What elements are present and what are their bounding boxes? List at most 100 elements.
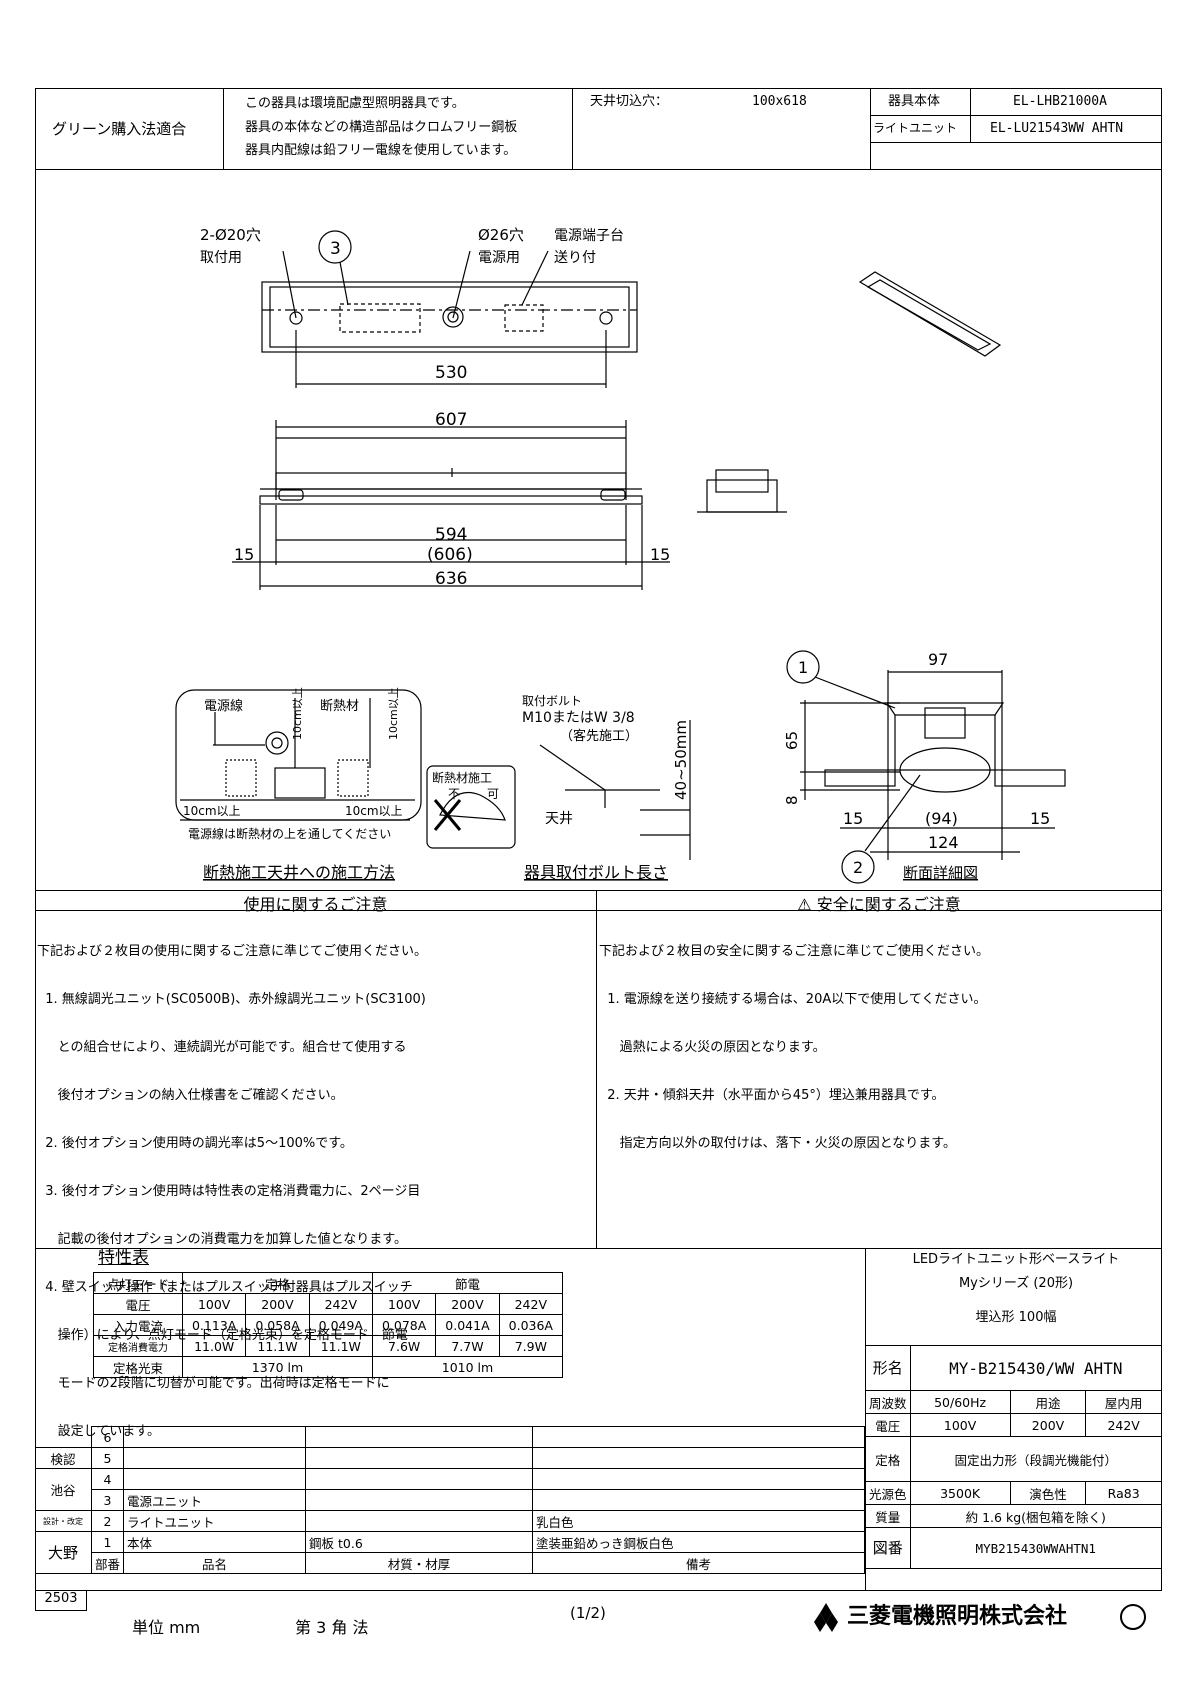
page-number: (1/2) [570, 1604, 606, 1622]
mode-eco: 節電 [371, 1272, 564, 1294]
product-spec-table: 形名 MY-B215430/WW AHTN 周波数 50/60Hz 用途 屋内用… [865, 1345, 1163, 1569]
cell: 7.9W [498, 1335, 564, 1357]
safety-note-line: 下記および２枚目の安全に関するご注意に準じてご使用ください。 [599, 944, 990, 959]
part-no: 1 [90, 1531, 125, 1553]
safety-note-line: 過熱による火災の原因となります。 [599, 1040, 826, 1055]
ins-10cm-a: 10cm以上 [291, 687, 304, 740]
ins-10cm-b: 10cm以上 [387, 687, 400, 740]
header-bottom-rule [35, 169, 1162, 170]
sign-label: 設計・改定 [35, 1510, 92, 1532]
voltage-value: 242V [1085, 1413, 1162, 1437]
safety-note-line: 2. 天井・傾斜天井（水平面から45°）埋込兼用器具です。 [599, 1088, 945, 1103]
mode-rated: 定格 [182, 1272, 373, 1294]
head-material: 材質・材厚 [305, 1552, 534, 1574]
company-name: 三菱電機照明株式会社 [847, 1604, 1068, 1629]
ins-note: 電源線は断熱材の上を通してください [188, 826, 391, 841]
characteristics-title: 特性表 [98, 1248, 149, 1268]
cell: 0.036A [498, 1314, 564, 1336]
drawing-frame [35, 88, 1162, 1591]
ins-10cm-right: 10cm以上 [345, 804, 403, 818]
safety-note-line: 1. 電源線を送り接続する場合は、20A以下で使用してください。 [599, 992, 987, 1007]
part-material: 鋼板 t0.6 [305, 1531, 534, 1553]
row-label: 電圧 [93, 1293, 183, 1315]
sec-65: 65 [783, 731, 801, 750]
part-no: 3 [90, 1489, 125, 1511]
header-divider [870, 142, 1162, 143]
cell: 0.049A [308, 1314, 373, 1336]
ins-box-ok: 可 [487, 787, 499, 801]
sec-15-left: 15 [843, 809, 863, 828]
callout-2: 2 [853, 858, 863, 877]
voltage-value: 100V [909, 1413, 1011, 1437]
bolt-spec: M10またはW 3/8 [522, 710, 635, 726]
freq-value: 50/60Hz [909, 1390, 1011, 1414]
usage-note-line: 下記および２枚目の使用に関するご注意に準じてご使用ください。 [37, 944, 428, 959]
model-label: 形名 [865, 1345, 911, 1391]
head-note: 備考 [532, 1552, 865, 1574]
part-name: 本体 [123, 1531, 307, 1553]
use-label: 用途 [1009, 1390, 1087, 1414]
usage-note-line: 2. 後付オプション使用時の調光率は5～100%です。 [37, 1136, 353, 1151]
flux-label: 定格光束 [93, 1356, 183, 1378]
sec-15-right: 15 [1030, 809, 1050, 828]
bolt-title: 器具取付ボルト長さ [524, 863, 668, 882]
usage-note-line: 記載の後付オプションの消費電力を加算した値となります。 [37, 1232, 407, 1247]
eco-note-1: この器具は環境配慮型照明器具です。 [245, 96, 465, 111]
model-name: MY-B215430/WW AHTN [909, 1345, 1163, 1391]
code-value: 2503 [44, 1591, 78, 1606]
body-model: EL-LHB21000A [1013, 94, 1107, 109]
weight-label: 質量 [865, 1504, 911, 1528]
cri-label: 演色性 [1009, 1481, 1087, 1505]
sign-label: 池谷 [35, 1468, 92, 1511]
green-law-label: グリーン購入法適合 [52, 120, 187, 138]
usage-note-line: モードの2段階に切替が可能です。出荷時は定格モードに [37, 1376, 390, 1391]
flux-rated: 1370 lm [182, 1356, 373, 1378]
part-no: 4 [90, 1468, 125, 1490]
usage-note-line: 1. 無線調光ユニット(SC0500B)、赤外線調光ユニット(SC3100) [37, 992, 426, 1007]
characteristics-table: 点灯モード 定格 節電 電圧 100V 200V 242V 100V 200V … [93, 1272, 564, 1378]
dim-607: 607 [435, 410, 467, 430]
safety-notes-list: 下記および２枚目の安全に関するご注意に準じてご使用ください。 1. 電源線を送り… [599, 912, 989, 1168]
ins-box-title: 断熱材施工 [432, 770, 492, 785]
sec-124: 124 [928, 833, 959, 852]
head-name: 品名 [123, 1552, 307, 1574]
cell: 7.6W [371, 1335, 437, 1357]
drawing-no: MYB215430WWAHTN1 [909, 1527, 1163, 1569]
cell: 11.0W [181, 1335, 247, 1357]
safety-note-line: 指定方向以外の取付けは、落下・火災の原因となります。 [599, 1136, 956, 1151]
sec-94: (94) [925, 809, 958, 828]
code-box: 2503 [35, 1591, 87, 1611]
terminal-sub: 送り付 [554, 250, 596, 266]
mode-label: 点灯モード [93, 1272, 183, 1294]
part-name: ライトユニット [123, 1510, 307, 1532]
cell: 0.078A [371, 1314, 437, 1336]
part-note [532, 1489, 865, 1511]
usage-note-line: との組合せにより、連続調光が可能です。組合せて使用する [37, 1040, 407, 1055]
part-material [305, 1489, 534, 1511]
usage-note-line: 3. 後付オプション使用時は特性表の定格消費電力に、2ページ目 [37, 1184, 421, 1199]
cell: 100V [181, 1293, 247, 1315]
part-note [532, 1447, 865, 1469]
freq-label: 周波数 [865, 1390, 911, 1414]
part-name [123, 1468, 307, 1490]
product-line-2: Myシリーズ (20形) [958, 1276, 1074, 1291]
hole-label: 2-Ø20穴 [200, 226, 261, 244]
cell: 100V [371, 1293, 437, 1315]
part-material [305, 1447, 534, 1469]
eco-note-3: 器具内配線は鉛フリー電線を使用しています。 [245, 143, 517, 158]
product-line-1: LEDライトユニット形ベースライト [912, 1252, 1120, 1267]
body-label: 器具本体 [888, 94, 941, 109]
weight-value: 約 1.6 kg(梱包箱を除く) [909, 1504, 1163, 1528]
part-name: 電源ユニット [123, 1489, 307, 1511]
cell: 242V [308, 1293, 373, 1315]
bolt-len: 40~50mm [672, 720, 690, 800]
ceiling-cut-label: 天井切込穴： [590, 94, 669, 109]
sign-label: 検認 [35, 1447, 92, 1469]
dim-15-left: 15 [234, 545, 254, 564]
callout-3: 3 [330, 239, 341, 259]
hole-use: 取付用 [200, 250, 242, 266]
cell: 200V [245, 1293, 310, 1315]
usage-notes-title: 使用に関するご注意 [243, 895, 388, 914]
insulation-title: 断熱施工天井への施工方法 [203, 863, 395, 882]
voltage-value: 200V [1009, 1413, 1087, 1437]
